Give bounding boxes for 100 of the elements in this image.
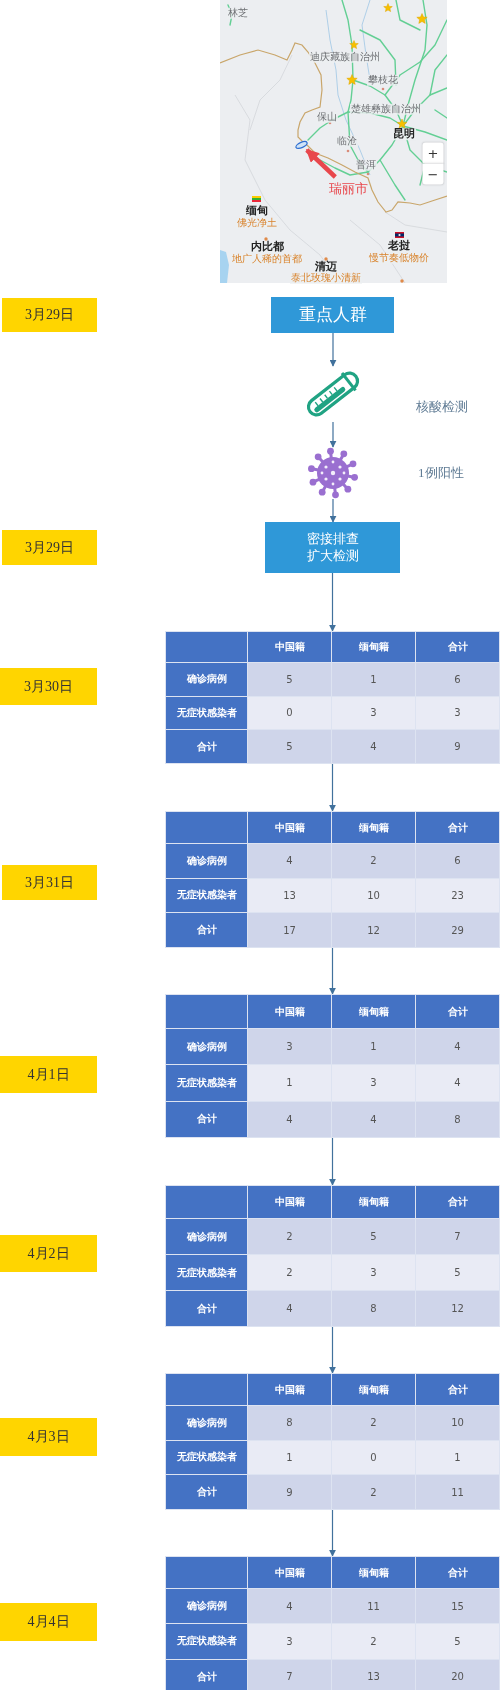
data-cell: 1 (416, 1440, 499, 1475)
data-cell: 13 (332, 1659, 415, 1690)
data-cell: 1 (332, 663, 415, 696)
data-cell: 7 (416, 1219, 499, 1254)
data-cell: 8 (332, 1291, 415, 1326)
header-cell: 合计 (416, 995, 499, 1028)
step-caption: 1例阳性 (418, 465, 464, 481)
header-cell: 中国籍 (248, 1557, 331, 1588)
data-cell: 3 (332, 696, 415, 730)
data-cell: 4 (332, 1101, 415, 1137)
data-cell: 8 (416, 1101, 499, 1137)
data-cell: 6 (416, 663, 499, 696)
row-header-cell: 无症状感染者 (166, 696, 247, 730)
date-tag: 4月1日 (0, 1056, 97, 1093)
row-header-cell: 确诊病例 (166, 1589, 247, 1624)
data-cell: 6 (416, 844, 499, 878)
header-cell: 缅甸籍 (332, 1374, 415, 1405)
arrow (329, 1326, 336, 1374)
data-cell: 1 (248, 1440, 331, 1475)
data-cell: 4 (416, 1029, 499, 1065)
place-label: 保山 (316, 111, 338, 123)
data-cell: 4 (248, 1101, 331, 1137)
place-label: 临沧 (336, 135, 358, 147)
data-cell: 5 (248, 663, 331, 696)
header-cell: 合计 (416, 1557, 499, 1588)
data-cell: 20 (416, 1659, 499, 1690)
place-label: 普洱 (355, 159, 377, 171)
callout-label: 瑞丽市 (324, 177, 372, 201)
row-header-cell: 合计 (166, 1659, 247, 1690)
row-header-cell: 无症状感染者 (166, 1065, 247, 1101)
pointer-arrow (305, 148, 337, 179)
header-cell: 合计 (416, 1374, 499, 1405)
row-header-cell: 无症状感染者 (166, 1255, 247, 1290)
data-cell: 9 (416, 730, 499, 763)
row-header-cell: 合计 (166, 1291, 247, 1326)
arrow (329, 763, 336, 812)
date-tag: 4月4日 (0, 1603, 97, 1641)
arrow (329, 1137, 336, 1186)
data-cell: 9 (248, 1475, 331, 1509)
arrow (329, 421, 337, 448)
data-cell: 23 (416, 878, 499, 913)
arrow (329, 332, 337, 367)
header-cell: 缅甸籍 (332, 1186, 415, 1218)
process-box: 重点人群 (271, 297, 394, 333)
header-cell: 中国籍 (248, 1186, 331, 1218)
data-cell: 3 (248, 1029, 331, 1065)
data-cell: 10 (416, 1406, 499, 1440)
data-cell: 4 (248, 1291, 331, 1326)
data-cell: 13 (248, 878, 331, 913)
place-caption: 慢节奏低物价 (368, 252, 430, 264)
data-table (165, 631, 500, 764)
data-cell: 15 (416, 1589, 499, 1624)
header-cell: 合计 (416, 812, 499, 843)
data-cell: 29 (416, 913, 499, 947)
header-cell: 缅甸籍 (332, 812, 415, 843)
data-cell: 1 (248, 1065, 331, 1101)
row-header-cell: 合计 (166, 1475, 247, 1509)
data-cell: 3 (332, 1065, 415, 1101)
arrow (329, 498, 337, 523)
row-header-cell: 确诊病例 (166, 1219, 247, 1254)
data-cell: 3 (416, 696, 499, 730)
virus-icon (307, 447, 359, 499)
data-cell: 2 (332, 1406, 415, 1440)
date-tag: 3月30日 (0, 668, 97, 705)
place-label: 楚雄彝族自治州 (350, 103, 422, 115)
arrow (329, 572, 336, 632)
area-outline-icon (294, 140, 309, 150)
data-cell: 12 (416, 1291, 499, 1326)
date-tag: 3月29日 (2, 298, 97, 332)
data-cell: 17 (248, 913, 331, 947)
row-header-cell: 合计 (166, 1101, 247, 1137)
data-table (165, 811, 500, 948)
place-label: 老挝 (387, 240, 411, 252)
data-cell: 5 (416, 1255, 499, 1290)
date-tag: 3月31日 (2, 865, 97, 900)
process-box: 密接排查扩大检测 (265, 522, 400, 573)
place-label: 缅甸 (245, 205, 269, 217)
data-table (165, 1373, 500, 1510)
zoom-out-button: − (422, 163, 444, 185)
date-tag: 4月2日 (0, 1235, 97, 1272)
header-cell: 缅甸籍 (332, 1557, 415, 1588)
place-label: 攀枝花 (367, 74, 399, 86)
data-cell: 4 (248, 844, 331, 878)
row-header-cell: 无症状感染者 (166, 1624, 247, 1659)
data-cell: 0 (248, 696, 331, 730)
data-table (165, 1556, 500, 1690)
header-cell: 合计 (416, 632, 499, 662)
place-caption: 泰北玫瑰小清新 (290, 272, 362, 284)
data-cell: 5 (416, 1624, 499, 1659)
place-caption: 地广人稀的首都 (231, 253, 303, 265)
place-label: 昆明 (392, 128, 416, 140)
data-cell: 2 (332, 844, 415, 878)
data-cell: 7 (248, 1659, 331, 1690)
data-table (165, 1185, 500, 1327)
step-caption: 核酸检测 (416, 399, 468, 415)
place-label: 林芝 (227, 7, 249, 19)
place-caption: 佛光净土 (236, 217, 278, 229)
header-cell: 缅甸籍 (332, 995, 415, 1028)
data-cell: 1 (332, 1029, 415, 1065)
header-cell: 中国籍 (248, 812, 331, 843)
